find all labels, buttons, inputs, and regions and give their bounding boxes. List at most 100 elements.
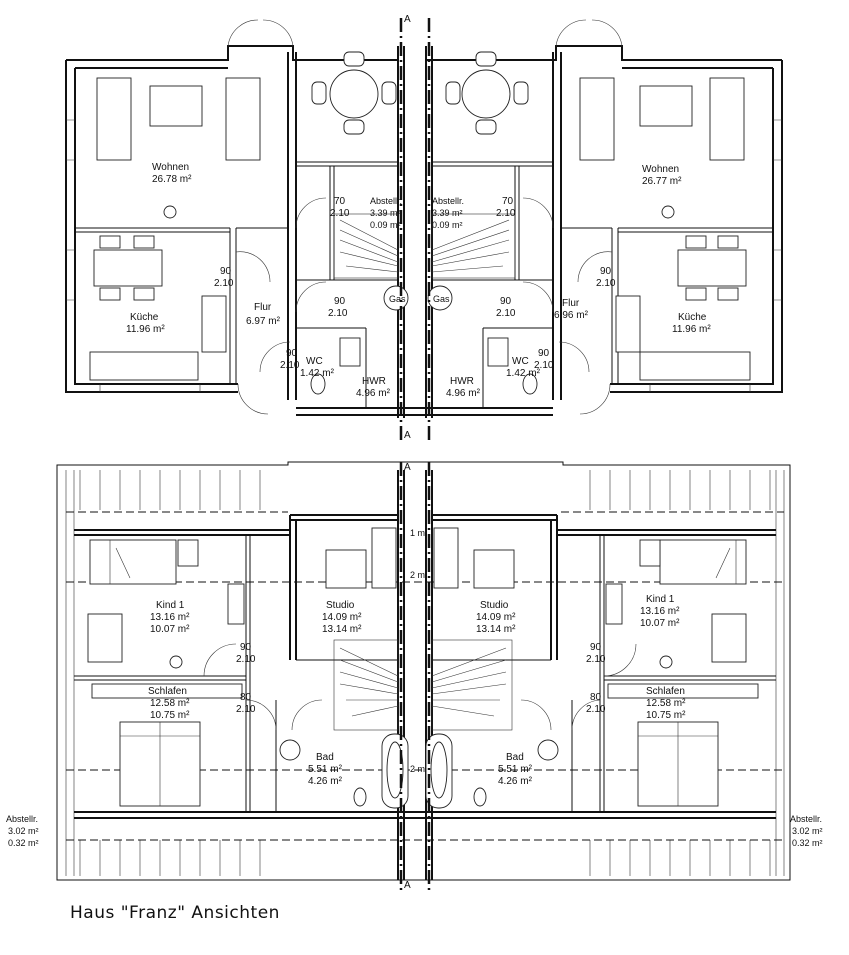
room-area-flur-left: 6.97 m² <box>246 316 281 327</box>
lamp-icon <box>169 655 183 669</box>
room-area-hwr-left: 4.96 m² <box>356 388 391 399</box>
dining-table-icon <box>311 51 529 135</box>
room-area2-abstell-right: 0.09 m² <box>432 220 463 230</box>
section-marker: A <box>404 430 411 441</box>
room-name-abstell-left: Abstellr. <box>370 196 402 206</box>
toilet-icon <box>353 787 367 807</box>
door-width: 80 <box>240 692 252 703</box>
lamp-icon <box>659 655 673 669</box>
door-height: 2.10 <box>330 208 350 219</box>
sink-icon <box>279 739 301 761</box>
room-area-kueche-right: 11.96 m² <box>672 324 711 335</box>
door-width: 90 <box>590 642 602 653</box>
room-name-abstell-left: Abstellr. <box>6 814 38 824</box>
room-area2-bad-right: 4.26 m² <box>498 776 533 787</box>
room-name-abstell-right: Abstellr. <box>790 814 822 824</box>
door-height: 2.10 <box>596 278 616 289</box>
door-height: 2.10 <box>496 308 516 319</box>
room-name-hwr-right: HWR <box>450 376 474 387</box>
room-area-flur-right: 6.96 m² <box>554 310 589 321</box>
room-name-bad-right: Bad <box>506 752 524 763</box>
drawing-caption: Haus "Franz" Ansichten <box>70 903 280 923</box>
room-name-wohnen-right: Wohnen <box>642 164 679 175</box>
room-area-kind-right: 13.16 m² <box>640 606 680 617</box>
door-width: 90 <box>600 266 612 277</box>
door-height: 2.10 <box>586 654 606 665</box>
kitchen-counter-icon <box>89 295 751 381</box>
door-height: 2.10 <box>328 308 348 319</box>
room-name-wc-right: WC <box>512 356 529 367</box>
room-name-studio-right: Studio <box>480 600 509 611</box>
room-area-abstell-left: 3.02 m² <box>8 826 39 836</box>
toilet-icon <box>310 373 326 395</box>
height-mark-1m: 1 m <box>410 528 425 538</box>
door-width: 70 <box>334 196 346 207</box>
room-area2-abstell-left: 0.09 m² <box>370 220 401 230</box>
door-height: 2.10 <box>496 208 516 219</box>
door-width: 90 <box>538 348 550 359</box>
room-name-bad-left: Bad <box>316 752 334 763</box>
sofa-icon <box>96 77 745 161</box>
door-height: 2.10 <box>236 654 256 665</box>
room-area-wohnen-right: 26.77 m² <box>642 176 682 187</box>
section-marker: A <box>404 880 411 891</box>
bed-icon <box>89 539 747 807</box>
room-area-bad-right: 5.51 m² <box>498 764 533 775</box>
section-marker: A <box>404 14 411 25</box>
room-area2-bad-left: 4.26 m² <box>308 776 343 787</box>
room-area2-kind-left: 10.07 m² <box>150 624 190 635</box>
room-name-kueche-left: Küche <box>130 312 159 323</box>
toilet-icon <box>473 787 487 807</box>
room-area2-schlafen-left: 10.75 m² <box>150 710 190 721</box>
kitchen-table-icon <box>93 235 747 301</box>
room-area-wc-right: 1.42 m² <box>506 368 541 379</box>
room-area-abstell-right: 3.39 m² <box>432 208 463 218</box>
room-name-studio-left: Studio <box>326 600 355 611</box>
gas-label-left: Gas <box>389 294 406 304</box>
room-area-schlafen-right: 12.58 m² <box>646 698 686 709</box>
gas-meter-icon <box>427 285 453 311</box>
room-area-abstell-left: 3.39 m² <box>370 208 401 218</box>
door-width: 70 <box>502 196 514 207</box>
room-name-kind-left: Kind 1 <box>156 600 185 611</box>
room-name-wc-left: WC <box>306 356 323 367</box>
studio-furniture-icon <box>325 527 515 589</box>
door-height: 2.10 <box>214 278 234 289</box>
room-name-abstell-right: Abstellr. <box>432 196 464 206</box>
door-height: 2.10 <box>280 360 300 371</box>
room-area-schlafen-left: 12.58 m² <box>150 698 190 709</box>
door-width: 90 <box>500 296 512 307</box>
door-width: 80 <box>590 692 602 703</box>
door-width: 90 <box>286 348 298 359</box>
sink-icon <box>339 337 361 367</box>
upper-floor-plan: Kind 1 13.16 m² 10.07 m² Kind 1 13.16 m²… <box>6 461 823 891</box>
wardrobe-icon <box>91 683 243 699</box>
room-name-kueche-right: Küche <box>678 312 707 323</box>
room-name-wohnen-left: Wohnen <box>152 162 189 173</box>
room-area2-kind-right: 10.07 m² <box>640 618 680 629</box>
ground-floor-plan: Wohnen 26.78 m² Wohnen 26.77 m² Küche 11… <box>65 14 783 441</box>
room-name-flur-left: Flur <box>254 302 272 313</box>
room-area-studio-left: 14.09 m² <box>322 612 362 623</box>
room-name-kind-right: Kind 1 <box>646 594 675 605</box>
door-width: 90 <box>220 266 232 277</box>
room-area-wohnen-left: 26.78 m² <box>152 174 192 185</box>
room-area-kind-left: 13.16 m² <box>150 612 190 623</box>
room-name-hwr-left: HWR <box>362 376 386 387</box>
height-mark-2m: 2 m <box>410 764 425 774</box>
room-area2-abstell-left: 0.32 m² <box>8 838 39 848</box>
lamp-icon <box>163 205 177 219</box>
room-area-wc-left: 1.42 m² <box>300 368 335 379</box>
wardrobe-icon <box>607 683 759 699</box>
room-area-abstell-right: 3.02 m² <box>792 826 823 836</box>
desk-icon <box>87 539 747 663</box>
room-name-schlafen-right: Schlafen <box>646 686 685 697</box>
sink-icon <box>537 739 559 761</box>
toilet-icon <box>522 373 538 395</box>
room-area2-studio-left: 13.14 m² <box>322 624 362 635</box>
door-height: 2.10 <box>586 704 606 715</box>
height-mark-2m: 2 m <box>410 570 425 580</box>
room-area2-schlafen-right: 10.75 m² <box>646 710 686 721</box>
room-area2-abstell-right: 0.32 m² <box>792 838 823 848</box>
